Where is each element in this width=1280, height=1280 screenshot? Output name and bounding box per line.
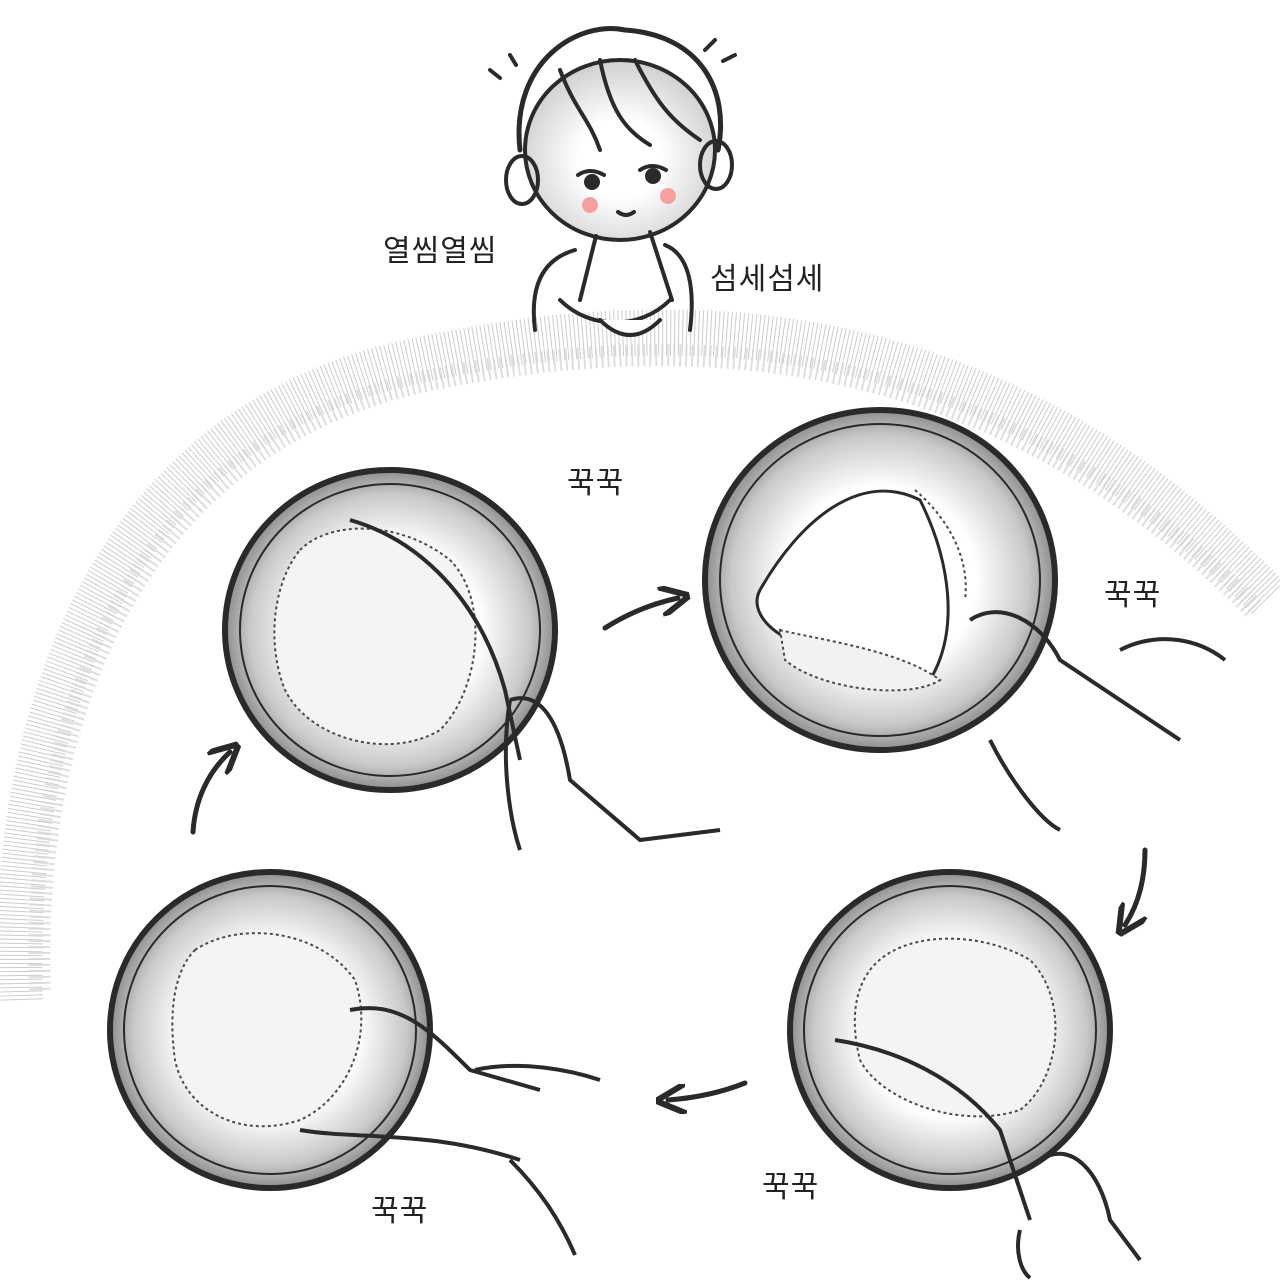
label-press-step-2: 꾹꾹 — [1104, 578, 1162, 613]
bowl-step-4-icon — [107, 869, 601, 1256]
arrow-4-to-1-icon — [190, 752, 230, 835]
label-press-step-4: 꾹꾹 — [371, 1194, 429, 1229]
label-diligent: 열씸열씸 — [383, 234, 498, 269]
arrow-1-to-2-icon — [602, 598, 678, 631]
bowl-step-3-icon — [787, 869, 1142, 1280]
bowl-step-2-icon — [702, 407, 1227, 832]
barista-character-icon — [488, 26, 737, 337]
label-press-step-3: 꾹꾹 — [762, 1170, 820, 1205]
spray-arc — [0, 309, 1280, 1001]
cycle-arrows — [190, 598, 1148, 1100]
arrow-2-to-3-icon — [1125, 847, 1148, 925]
label-press-step-1: 꾹꾹 — [567, 466, 625, 501]
label-delicate: 섬세섬세 — [710, 262, 825, 297]
arrow-3-to-4-icon — [668, 1080, 748, 1100]
bowl-step-1-icon — [222, 467, 721, 851]
